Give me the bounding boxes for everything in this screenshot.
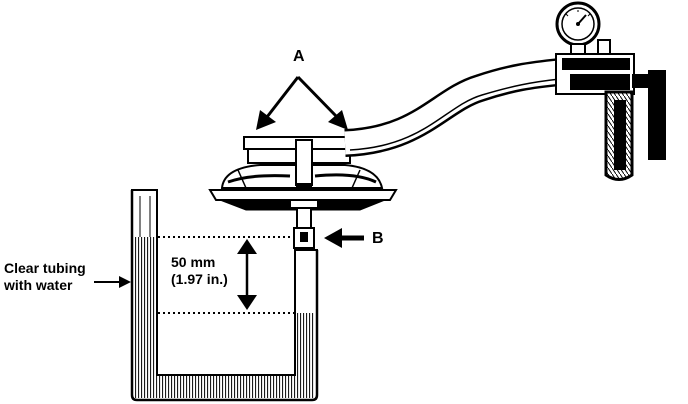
u-tube-outer bbox=[131, 189, 318, 401]
label-dimension-metric: 50 mm bbox=[171, 254, 216, 270]
arrows-a bbox=[256, 75, 348, 130]
label-clear-tubing-line-1: Clear tubing bbox=[4, 260, 86, 276]
vacuum-hose bbox=[344, 58, 562, 157]
water-right-leg bbox=[297, 313, 315, 375]
label-a: A bbox=[293, 48, 305, 65]
label-clear-tubing: Clear tubing with water bbox=[4, 260, 86, 294]
water-left-leg bbox=[134, 237, 155, 375]
vacuum-pump bbox=[555, 1, 666, 181]
label-dimension-imperial: (1.97 in.) bbox=[171, 271, 228, 287]
valve-assembly bbox=[208, 136, 398, 249]
dimension-arrow bbox=[237, 239, 257, 310]
arrow-b bbox=[324, 228, 364, 248]
label-dimension: 50 mm (1.97 in.) bbox=[171, 254, 228, 288]
water-bottom bbox=[134, 375, 315, 398]
pump-handle bbox=[648, 70, 666, 160]
label-clear-tubing-line-2: with water bbox=[4, 277, 73, 293]
label-b: B bbox=[372, 230, 384, 247]
tubing-pointer-arrow bbox=[94, 276, 131, 288]
u-tube-manometer bbox=[130, 189, 319, 402]
